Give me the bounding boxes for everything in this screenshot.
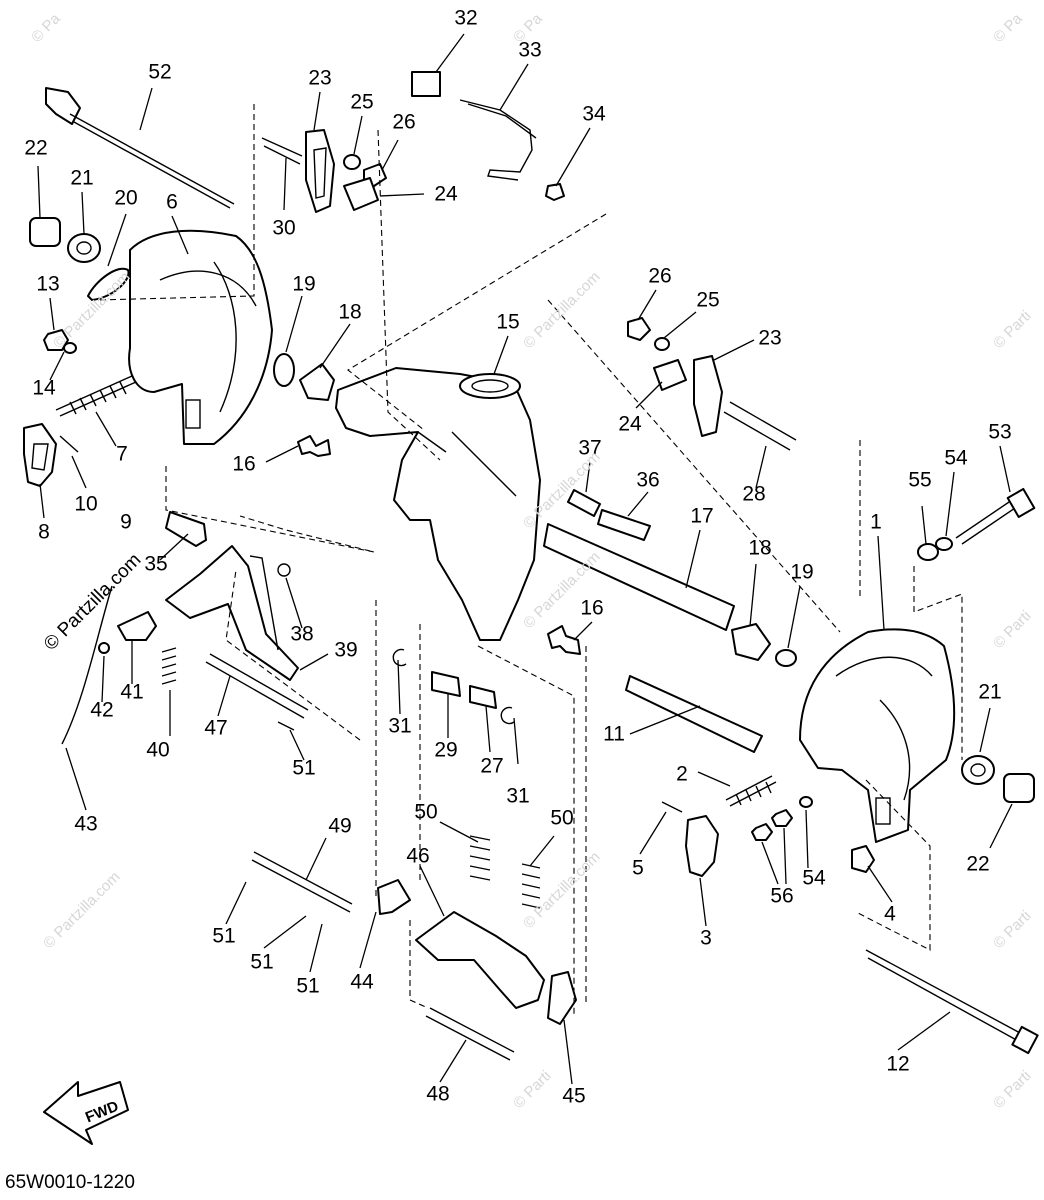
callout-55: 55 (908, 468, 932, 492)
callout-23b: 23 (758, 326, 782, 350)
callout-16a: 16 (232, 452, 256, 476)
callout-51c: 51 (250, 950, 274, 974)
callout-38: 38 (290, 622, 314, 646)
callout-25a: 25 (350, 90, 374, 114)
callout-49: 49 (328, 814, 352, 838)
callout-51d: 51 (296, 974, 320, 998)
callout-10: 10 (74, 492, 98, 516)
callout-33: 33 (518, 38, 542, 62)
callout-19b: 19 (790, 560, 814, 584)
callout-17: 17 (690, 504, 714, 528)
callout-25b: 25 (696, 288, 720, 312)
callout-11: 11 (603, 722, 625, 746)
callout-35: 35 (144, 552, 168, 576)
callout-54b: 54 (802, 866, 826, 890)
callout-18a: 18 (338, 300, 362, 324)
callout-21a: 21 (70, 166, 94, 190)
callout-36: 36 (636, 468, 660, 492)
leader-lines (37, 33, 1013, 1085)
callout-53: 53 (988, 420, 1012, 444)
fwd-arrow (43, 1081, 129, 1145)
callout-29: 29 (434, 738, 458, 762)
callout-26b: 26 (648, 264, 672, 288)
callout-19a: 19 (292, 272, 316, 296)
callout-48: 48 (426, 1082, 450, 1106)
callout-6: 6 (166, 190, 178, 214)
callout-32: 32 (454, 6, 478, 30)
callout-20: 20 (114, 186, 138, 210)
callout-37: 37 (578, 436, 602, 460)
callout-28: 28 (742, 482, 766, 506)
callout-9: 9 (120, 510, 132, 534)
callout-15: 15 (496, 310, 520, 334)
callout-14: 14 (32, 376, 56, 400)
callout-4: 4 (884, 902, 896, 926)
callout-43: 43 (74, 812, 98, 836)
callout-46: 46 (406, 844, 430, 868)
callout-56: 56 (770, 884, 794, 908)
callout-44: 44 (350, 970, 374, 994)
callout-40: 40 (146, 738, 170, 762)
callout-50a: 50 (414, 800, 438, 824)
callout-34: 34 (582, 102, 606, 126)
callout-50b: 50 (550, 806, 574, 830)
callout-51b: 51 (212, 924, 236, 948)
callout-39: 39 (334, 638, 358, 662)
callout-31b: 31 (506, 784, 530, 808)
callout-16b: 16 (580, 596, 604, 620)
reference-outlines (95, 104, 963, 1016)
callout-41: 41 (120, 680, 144, 704)
callout-45: 45 (562, 1084, 586, 1108)
callout-8: 8 (38, 520, 50, 544)
callout-21b: 21 (978, 680, 1002, 704)
callout-24b: 24 (618, 412, 642, 436)
callout-22a: 22 (24, 136, 48, 160)
callout-13: 13 (36, 272, 60, 296)
callout-27: 27 (480, 754, 504, 778)
callout-54a: 54 (944, 446, 968, 470)
callout-26a: 26 (392, 110, 416, 134)
callout-23a: 23 (308, 66, 332, 90)
diagram-code: 65W0010-1220 (5, 1172, 135, 1193)
callout-31a: 31 (388, 714, 412, 738)
callout-30: 30 (272, 216, 296, 240)
callout-52: 52 (148, 60, 172, 84)
callout-24a: 24 (434, 182, 458, 206)
callout-2: 2 (676, 762, 688, 786)
callout-51a: 51 (292, 756, 316, 780)
callout-3: 3 (700, 926, 712, 950)
callout-47: 47 (204, 716, 228, 740)
callout-12: 12 (886, 1052, 910, 1076)
callout-1: 1 (870, 510, 882, 534)
part-outlines (23, 71, 1039, 1061)
callout-7: 7 (116, 442, 128, 466)
callout-5: 5 (632, 856, 644, 880)
callout-42: 42 (90, 698, 114, 722)
callout-18b: 18 (748, 536, 772, 560)
callout-22b: 22 (966, 852, 990, 876)
